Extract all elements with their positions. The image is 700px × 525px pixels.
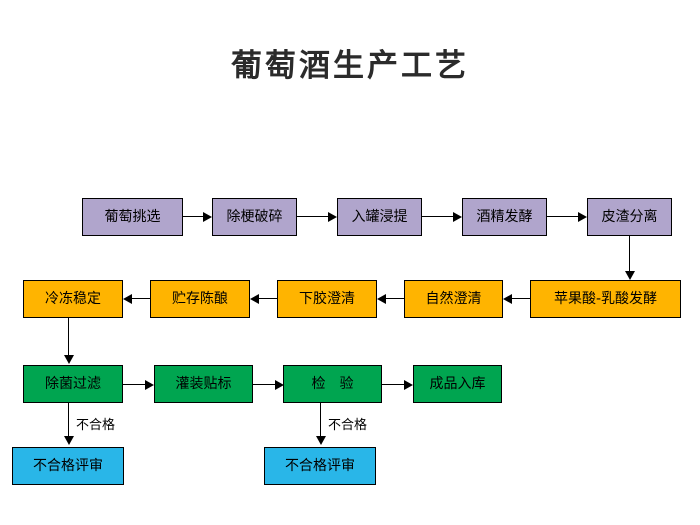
connector-row3-1 [123,384,148,385]
arrowhead-row1-1 [203,212,212,222]
page-title: 葡萄酒生产工艺 [231,48,469,84]
flow-node-grape-selection[interactable]: 葡萄挑选 [82,198,183,236]
flow-node-fining-clarification[interactable]: 下胶澄清 [277,280,377,318]
connector-row1-4 [547,216,581,217]
arrowhead-row1-2 [328,212,337,222]
flow-node-bottling-labeling[interactable]: 灌装贴标 [154,365,253,403]
arrowhead-row2-to-row3 [64,355,74,364]
flow-node-label: 下胶澄清 [299,291,355,307]
arrowhead-row1-to-row2 [625,271,635,280]
flow-node-inspection[interactable]: 检 验 [283,365,382,403]
flow-node-pomace-separation[interactable]: 皮渣分离 [587,198,672,236]
arrowhead-row2-4 [123,294,132,304]
connector-row2-2 [382,298,404,299]
flow-node-label: 入罐浸提 [351,209,408,225]
flow-node-label: 冷冻稳定 [45,291,101,307]
flow-node-natural-clarification[interactable]: 自然澄清 [404,280,503,318]
flow-node-malolactic-fermentation[interactable]: 苹果酸-乳酸发酵 [530,280,681,318]
flow-node-label: 葡萄挑选 [104,209,161,225]
edge-label-nonconforming-2: 不合格 [328,418,368,433]
connector-row3-2 [253,384,278,385]
arrowhead-row2-3 [250,294,259,304]
arrowhead-row2-2 [377,294,386,304]
flow-node-label: 检 验 [311,376,354,392]
edge-label-nonconforming-1: 不合格 [76,418,116,433]
connector-row2-4 [128,298,150,299]
flow-node-label: 除菌过滤 [45,376,101,392]
flow-node-label: 灌装贴标 [175,376,232,392]
flow-node-alcoholic-fermentation[interactable]: 酒精发酵 [462,198,547,236]
flow-node-label: 自然澄清 [425,291,482,307]
arrowhead-row3-3 [404,380,413,390]
arrowhead-row1-3 [453,212,462,222]
flow-node-nonconforming-review-2[interactable]: 不合格评审 [264,447,376,485]
connector-row2-1 [508,298,530,299]
connector-row1-2 [297,216,331,217]
flow-node-tank-maceration[interactable]: 入罐浸提 [337,198,422,236]
connector-row1-1 [183,216,206,217]
flow-node-storage-aging[interactable]: 贮存陈酿 [150,280,250,318]
flow-node-destemming-crushing[interactable]: 除梗破碎 [212,198,297,236]
flow-node-nonconforming-review-1[interactable]: 不合格评审 [12,447,124,485]
connector-row1-to-row2 [629,236,630,275]
connector-row3-3 [382,384,407,385]
arrowhead-row3-1 [145,380,154,390]
flow-node-label: 不合格评审 [33,458,103,474]
arrowhead-row3-2 [275,380,284,390]
connector-filtration-to-reject [68,403,69,441]
arrowhead-inspection-to-reject [316,436,326,445]
flow-node-label: 不合格评审 [285,458,355,474]
connector-row2-to-row3 [68,318,69,360]
flow-node-label: 皮渣分离 [601,209,658,225]
flow-node-cold-stabilization[interactable]: 冷冻稳定 [23,280,123,318]
flow-node-finished-goods-warehousing[interactable]: 成品入库 [413,365,502,403]
connector-row1-3 [422,216,456,217]
arrowhead-row1-4 [578,212,587,222]
flow-node-label: 苹果酸-乳酸发酵 [553,291,658,307]
arrowhead-filtration-to-reject [64,436,74,445]
flow-node-label: 酒精发酵 [476,209,533,225]
arrowhead-row2-1 [503,294,512,304]
flow-node-label: 成品入库 [429,376,486,392]
connector-row2-3 [255,298,277,299]
flow-node-sterile-filtration[interactable]: 除菌过滤 [23,365,123,403]
flow-node-label: 贮存陈酿 [172,291,228,307]
flow-node-label: 除梗破碎 [226,209,283,225]
connector-inspection-to-reject [320,403,321,441]
